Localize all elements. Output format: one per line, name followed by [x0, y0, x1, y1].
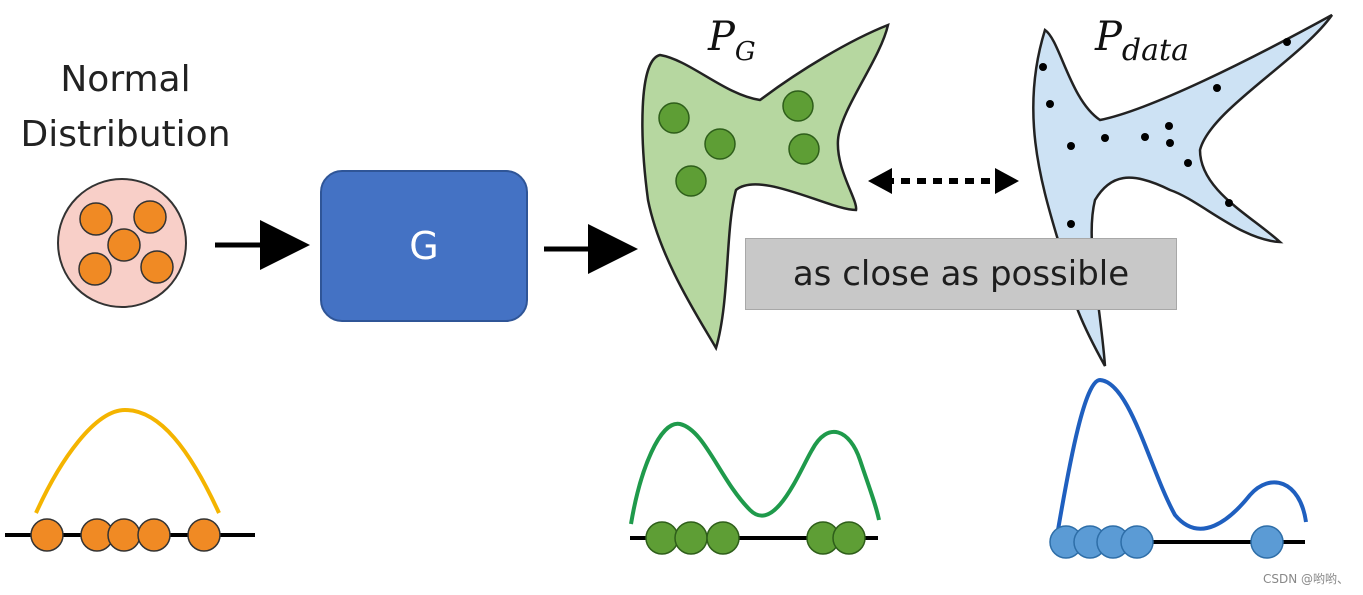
- pdata-label-subscript: data: [1121, 33, 1189, 68]
- watermark: CSDN @哟哟、: [1262, 572, 1349, 586]
- green-sample-dot: [788, 133, 820, 165]
- pg-label-main: P: [708, 14, 735, 60]
- green-sample-dot: [658, 102, 690, 134]
- pdata-sample-points: [1039, 38, 1291, 228]
- green-sample-dot: [832, 521, 866, 555]
- normal-density-curve: [34, 407, 221, 514]
- as-close-as-possible-box: as close as possible: [745, 238, 1177, 310]
- green-sample-dot: [782, 90, 814, 122]
- green-sample-dot: [675, 165, 707, 197]
- green-sample-dot: [706, 521, 740, 555]
- generator-box: G: [320, 170, 528, 322]
- orange-sample-dot: [78, 252, 112, 286]
- as-close-as-possible-label: as close as possible: [792, 254, 1130, 294]
- generator-label: G: [409, 224, 439, 268]
- pg-density-curve: [629, 421, 881, 525]
- blue-sample-dot: [1250, 525, 1284, 559]
- orange-sample-dot: [133, 200, 167, 234]
- pdata-label-main: P: [1095, 14, 1122, 60]
- orange-sample-dot: [79, 202, 113, 236]
- green-sample-dot: [674, 521, 708, 555]
- normal-distribution-label: Normal Distribution: [20, 59, 231, 155]
- green-sample-dot: [645, 521, 679, 555]
- pdata-label: Pdata: [1095, 14, 1189, 68]
- pg-label-subscript: G: [734, 37, 756, 67]
- pg-distribution-shape: [641, 22, 890, 352]
- pdata-density-curve: [1056, 377, 1308, 531]
- orange-sample-dot: [30, 518, 64, 552]
- pg-label: PG: [708, 14, 756, 67]
- orange-sample-dot: [107, 518, 141, 552]
- blue-sample-dot: [1120, 525, 1154, 559]
- orange-sample-dot: [140, 250, 174, 284]
- comparison-arrowhead-right: [995, 168, 1019, 194]
- orange-sample-dot: [107, 228, 141, 262]
- orange-sample-dot: [187, 518, 221, 552]
- comparison-arrowhead-left: [868, 168, 892, 194]
- green-sample-dot: [704, 128, 736, 160]
- orange-sample-dot: [137, 518, 171, 552]
